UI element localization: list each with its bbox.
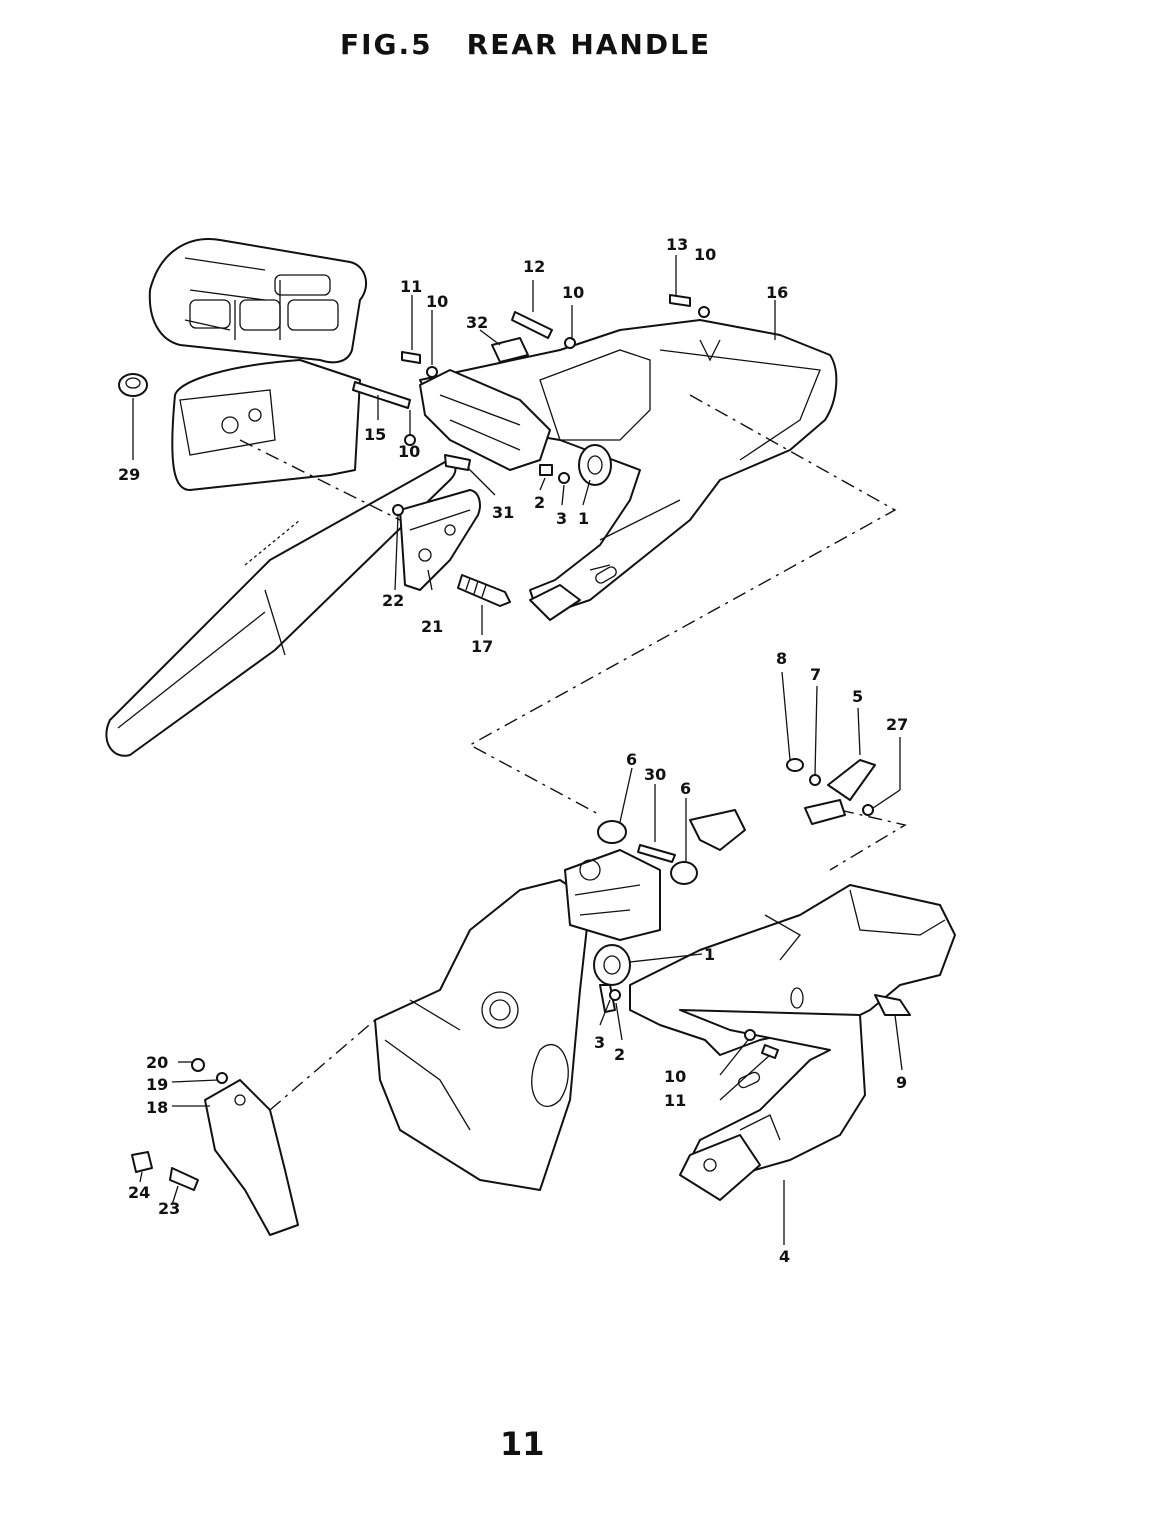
callout-11: 11 xyxy=(400,277,422,296)
callout-6: 6 xyxy=(680,779,691,798)
top-hardware xyxy=(352,294,710,516)
callout-7: 7 xyxy=(810,665,821,684)
rubber-mount-top xyxy=(578,444,612,486)
callout-16: 16 xyxy=(766,283,788,302)
carburetor xyxy=(564,809,746,941)
callout-10: 10 xyxy=(398,442,420,461)
rubber-mount-bottom xyxy=(593,820,698,986)
callout-29: 29 xyxy=(118,465,140,484)
callout-13: 13 xyxy=(666,235,688,254)
bar-stud xyxy=(457,574,511,607)
callout-17: 17 xyxy=(471,637,493,656)
callout-3: 3 xyxy=(594,1033,605,1052)
callout-8: 8 xyxy=(776,649,787,668)
callout-10: 10 xyxy=(562,283,584,302)
callout-22: 22 xyxy=(382,591,404,610)
callout-30: 30 xyxy=(644,765,666,784)
throttle-housing xyxy=(419,369,551,471)
callout-9: 9 xyxy=(896,1073,907,1092)
front-handle-frame xyxy=(419,319,838,621)
callout-10: 10 xyxy=(664,1067,686,1086)
figure-heading: REAR HANDLE xyxy=(466,28,712,61)
callout-19: 19 xyxy=(146,1075,168,1094)
engine-housing xyxy=(374,879,591,1191)
figure-number: FIG.5 xyxy=(340,28,433,61)
callout-12: 12 xyxy=(523,257,545,276)
figure-title: FIG.5 REAR HANDLE xyxy=(340,28,711,61)
sleeve-29 xyxy=(118,373,148,397)
callout-23: 23 xyxy=(158,1199,180,1218)
callout-15: 15 xyxy=(364,425,386,444)
callout-4: 4 xyxy=(779,1247,790,1266)
leader-lines xyxy=(132,255,903,1245)
assembly-line xyxy=(468,394,897,816)
callout-6: 6 xyxy=(626,750,637,769)
callout-20: 20 xyxy=(146,1053,168,1072)
chain-cover xyxy=(148,238,368,491)
callout-2: 2 xyxy=(534,493,545,512)
callout-3: 3 xyxy=(556,509,567,528)
callout-1: 1 xyxy=(704,945,715,964)
callout-1: 1 xyxy=(578,509,589,528)
callout-21: 21 xyxy=(421,617,443,636)
callout-24: 24 xyxy=(128,1183,150,1202)
callout-31: 31 xyxy=(492,503,514,522)
rear-handle xyxy=(629,884,956,1181)
callout-2: 2 xyxy=(614,1045,625,1064)
trigger-parts xyxy=(786,758,901,825)
callout-11: 11 xyxy=(664,1091,686,1110)
callout-10: 10 xyxy=(426,292,448,311)
callout-32: 32 xyxy=(466,313,488,332)
callout-18: 18 xyxy=(146,1098,168,1117)
callout-10: 10 xyxy=(694,245,716,264)
assembly-line xyxy=(269,1019,376,1111)
dog-bumper xyxy=(131,1058,299,1236)
rear-bottom-parts xyxy=(599,984,911,1201)
callout-5: 5 xyxy=(852,687,863,706)
assembly-line xyxy=(239,439,401,521)
page-number: 11 xyxy=(500,1425,545,1463)
side-plate xyxy=(399,489,481,591)
callout-27: 27 xyxy=(886,715,908,734)
assembly-line xyxy=(829,809,907,871)
